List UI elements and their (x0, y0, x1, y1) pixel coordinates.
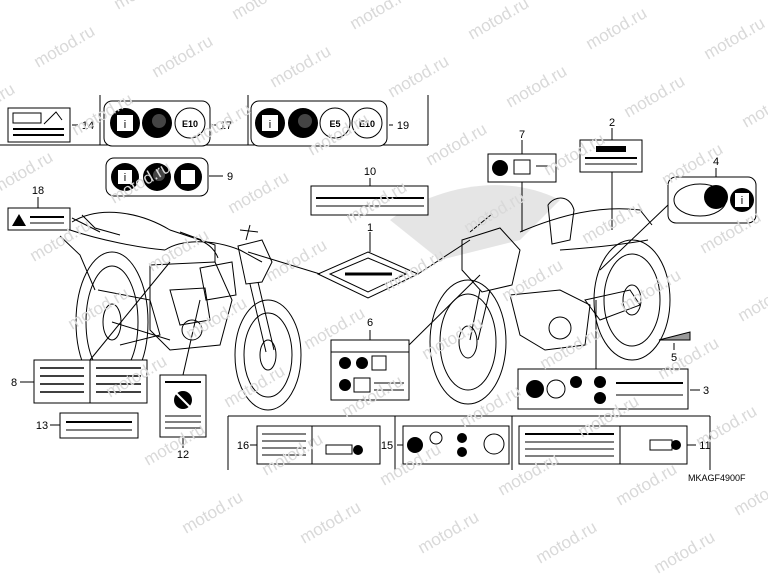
callout-18: 18 (32, 185, 44, 197)
label-15 (403, 426, 509, 464)
label-9: i (106, 158, 208, 196)
label-11 (519, 426, 687, 464)
label-1 (318, 252, 418, 298)
info-icon-text: i (124, 172, 126, 184)
callout-2: 2 (609, 117, 615, 129)
label-8 (34, 360, 147, 403)
callout-16: 16 (237, 440, 249, 452)
label-10 (311, 186, 428, 215)
info-icon-text: i (741, 195, 743, 207)
label-7 (488, 154, 556, 182)
label-18 (8, 208, 70, 230)
callout-8: 8 (11, 377, 17, 389)
fuel-e10-label: E10 (359, 119, 375, 129)
callout-1: 1 (367, 222, 373, 234)
label-13 (60, 413, 138, 438)
callout-5: 5 (671, 352, 677, 364)
callout-15: 15 (381, 440, 393, 452)
fuel-e10-label: E10 (182, 119, 198, 129)
label-19: i E5 E10 (251, 101, 387, 146)
info-icon-text: i (269, 119, 271, 131)
label-14 (8, 108, 70, 142)
label-17: i E10 (104, 101, 210, 146)
callout-11: 11 (699, 440, 710, 452)
callout-10: 10 (364, 166, 376, 178)
label-16 (257, 426, 380, 464)
callout-19: 19 (397, 120, 409, 132)
callout-7: 7 (519, 129, 525, 141)
callout-14: 14 (82, 120, 94, 132)
label-2 (580, 140, 642, 172)
label-6 (331, 340, 409, 400)
fuel-e5-label: E5 (329, 119, 340, 129)
callout-17: 17 (220, 120, 232, 132)
part-code: MKAGF4900F (688, 473, 746, 483)
callout-9: 9 (227, 171, 233, 183)
label-3 (518, 369, 688, 409)
label-12 (160, 375, 206, 437)
callout-12: 12 (177, 449, 189, 461)
callout-6: 6 (367, 317, 373, 329)
callout-4: 4 (713, 156, 719, 168)
callout-13: 13 (36, 420, 48, 432)
info-icon-text: i (124, 119, 126, 131)
label-4: i (668, 177, 756, 223)
callout-3: 3 (703, 385, 709, 397)
